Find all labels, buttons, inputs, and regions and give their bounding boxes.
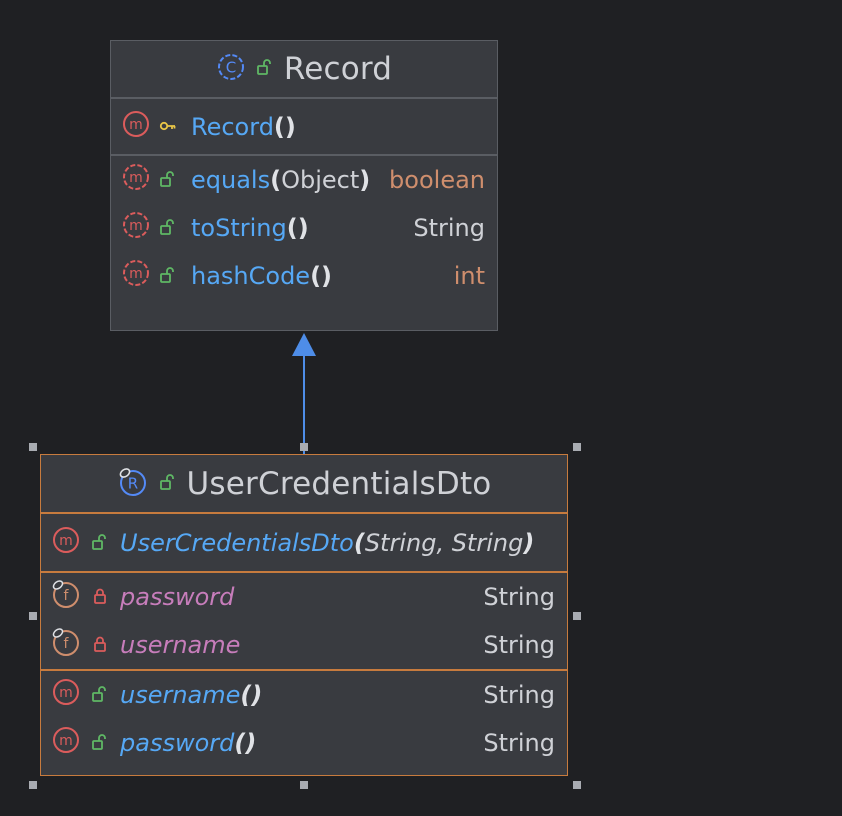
field-type: String (483, 583, 555, 611)
dto-fields: f password String f (41, 571, 567, 669)
field-name: password (120, 583, 235, 611)
method-icon: m (51, 725, 81, 761)
paren-open: ( (234, 729, 246, 757)
method-row-username[interactable]: m username() String (41, 671, 567, 719)
method-icon: m (51, 677, 81, 713)
paren-open: ( (270, 166, 282, 194)
method-icon: m (121, 258, 151, 294)
public-lock-icon (91, 729, 109, 757)
dto-constructor-row[interactable]: m UserCredentialsDto(String, String) (41, 514, 567, 571)
dto-constructors: m UserCredentialsDto(String, String) (41, 514, 567, 571)
method-row-equals[interactable]: m equals(Object) boolean (111, 156, 497, 204)
record-methods: m equals(Object) boolean (111, 154, 497, 300)
svg-text:m: m (59, 533, 73, 549)
svg-text:m: m (59, 685, 73, 701)
record-constructor-name: Record (191, 112, 274, 141)
record-class-node[interactable]: C Record m (110, 40, 498, 331)
field-icon: f (51, 627, 81, 663)
method-name: username (120, 681, 241, 709)
public-lock-icon (91, 681, 109, 709)
svg-text:m: m (129, 218, 143, 234)
record-constructor-row[interactable]: m Record() (111, 99, 497, 154)
private-lock-icon (91, 583, 109, 611)
paren-close: ) (251, 681, 263, 709)
method-row-password[interactable]: m password() String (41, 719, 567, 767)
svg-text:f: f (64, 636, 70, 652)
paren-close: ) (284, 112, 296, 141)
paren-close: ) (297, 214, 309, 242)
private-lock-icon (91, 631, 109, 659)
resize-handle-right[interactable] (573, 612, 581, 620)
svg-text:m: m (129, 170, 143, 186)
key-icon (159, 113, 177, 141)
paren-close: ) (523, 528, 535, 557)
resize-handle-bottom-left[interactable] (29, 781, 37, 789)
paren-close: ) (321, 262, 333, 290)
method-icon: m (121, 109, 151, 145)
public-lock-icon (159, 473, 177, 495)
record-class-title: Record (283, 51, 393, 87)
record-icon: R (117, 466, 149, 502)
svg-text:f: f (64, 588, 70, 604)
public-lock-icon (159, 262, 177, 290)
paren-open: ( (310, 262, 322, 290)
svg-text:m: m (59, 733, 73, 749)
field-icon: f (51, 579, 81, 615)
paren-close: ) (245, 729, 257, 757)
public-lock-icon (159, 166, 177, 194)
method-name: equals (191, 166, 271, 194)
resize-handle-top-right[interactable] (573, 443, 581, 451)
method-name: password (120, 729, 235, 757)
constructor-params: String, String (364, 528, 524, 557)
dto-record-node[interactable]: R UserCredentialsDto m (40, 454, 568, 776)
method-name: toString (191, 214, 287, 242)
paren-open: ( (353, 528, 365, 557)
class-icon: C (216, 52, 246, 86)
public-lock-icon (159, 214, 177, 242)
method-icon: m (121, 162, 151, 198)
dto-constructor-name: UserCredentialsDto (120, 528, 354, 557)
resize-handle-left[interactable] (29, 612, 37, 620)
public-lock-icon (91, 529, 109, 557)
dto-methods: m username() String (41, 669, 567, 767)
resize-handle-bottom[interactable] (300, 781, 308, 789)
paren-close: ) (359, 166, 371, 194)
resize-handle-top[interactable] (300, 443, 308, 451)
record-class-header: C Record (111, 41, 497, 99)
method-params: Object (281, 166, 360, 194)
return-type: String (483, 729, 555, 757)
svg-text:m: m (129, 117, 143, 133)
paren-open: ( (273, 112, 285, 141)
return-type: String (483, 681, 555, 709)
method-icon: m (51, 525, 81, 561)
dto-record-header: R UserCredentialsDto (41, 455, 567, 514)
paren-open: ( (286, 214, 298, 242)
method-row-tostring[interactable]: m toString() String (111, 204, 497, 252)
method-name: hashCode (191, 262, 311, 290)
dto-record-title: UserCredentialsDto (186, 465, 492, 502)
method-row-hashcode[interactable]: m hashCode() int (111, 252, 497, 300)
svg-text:C: C (226, 59, 236, 77)
svg-text:R: R (127, 474, 137, 492)
method-icon: m (121, 210, 151, 246)
resize-handle-top-left[interactable] (29, 443, 37, 451)
record-constructors: m Record() (111, 99, 497, 154)
field-row-username[interactable]: f username String (41, 621, 567, 669)
paren-open: ( (240, 681, 252, 709)
field-name: username (120, 631, 241, 659)
public-lock-icon (256, 58, 274, 80)
field-type: String (483, 631, 555, 659)
svg-text:m: m (129, 266, 143, 282)
return-type: String (413, 214, 485, 242)
field-row-password[interactable]: f password String (41, 573, 567, 621)
return-type: boolean (389, 166, 485, 194)
return-type: int (453, 262, 485, 290)
resize-handle-bottom-right[interactable] (573, 781, 581, 789)
